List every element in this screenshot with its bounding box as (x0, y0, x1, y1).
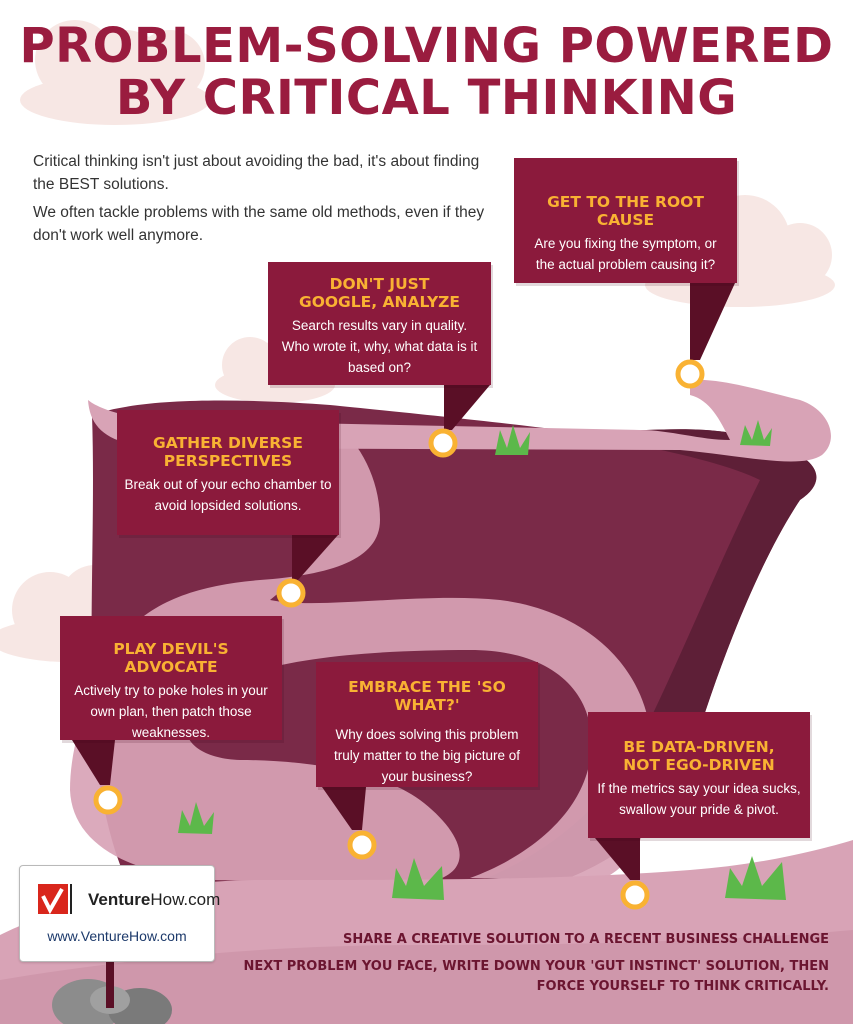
card-title: PLAY DEVIL'S ADVOCATE (113, 640, 229, 676)
card-title: GET TO THE ROOT CAUSE (547, 193, 704, 229)
card-root-cause: GET TO THE ROOT CAUSE Are you fixing the… (514, 158, 737, 283)
cta-line-1: SHARE A CREATIVE SOLUTION TO A RECENT BU… (343, 932, 829, 947)
venturehow-logo-icon (38, 884, 72, 915)
logo-brand-bold: Venture (88, 890, 151, 909)
grass-icon (178, 420, 786, 900)
card-body: If the metrics say your idea sucks, swal… (597, 781, 801, 817)
venturehow-logo-box[interactable]: VentureHow.com www.VentureHow.com (19, 865, 220, 962)
card-body: Break out of your echo chamber to avoid … (124, 477, 332, 513)
card-body: Actively try to poke holes in your own p… (74, 683, 268, 740)
card-body: Are you fixing the symptom, or the actua… (534, 236, 717, 272)
cta-line-3: FORCE YOURSELF TO THINK CRITICALLY. (536, 979, 829, 994)
card-data-driven: BE DATA-DRIVEN, NOT EGO-DRIVEN If the me… (588, 712, 810, 838)
card-devils-advocate: PLAY DEVIL'S ADVOCATE Actively try to po… (60, 616, 282, 740)
intro-paragraph-2: We often tackle problems with the same o… (33, 204, 485, 244)
logo-url[interactable]: www.VentureHow.com (47, 928, 187, 944)
logo-brand-rest: How.com (150, 890, 221, 909)
card-dont-just-google: DON'T JUST GOOGLE, ANALYZE Search result… (268, 262, 491, 385)
card-title: GATHER DIVERSE PERSPECTIVES (153, 434, 303, 470)
card-title: DON'T JUST GOOGLE, ANALYZE (298, 275, 461, 311)
card-so-what: EMBRACE THE 'SO WHAT?' Why does solving … (316, 662, 538, 787)
title-line-1: PROBLEM-SOLVING POWERED (19, 18, 834, 74)
card-title: EMBRACE THE 'SO WHAT?' (348, 678, 506, 714)
rock-icon (52, 979, 172, 1024)
card-title: BE DATA-DRIVEN, NOT EGO-DRIVEN (623, 738, 775, 774)
page-title: PROBLEM-SOLVING POWERED BY CRITICAL THIN… (0, 20, 853, 124)
card-diverse-perspectives: GATHER DIVERSE PERSPECTIVES Break out of… (117, 410, 339, 535)
marker-icon (93, 359, 705, 910)
title-line-2: BY CRITICAL THINKING (115, 70, 738, 126)
logo-brand: VentureHow.com (88, 890, 220, 910)
cta-line-2: NEXT PROBLEM YOU FACE, WRITE DOWN YOUR '… (243, 959, 829, 974)
intro-paragraph-1: Critical thinking isn't just about avoid… (33, 153, 480, 193)
card-body: Search results vary in quality. Who wrot… (281, 318, 478, 375)
card-body: Why does solving this problem truly matt… (333, 727, 521, 784)
cloud-icon (20, 20, 210, 125)
